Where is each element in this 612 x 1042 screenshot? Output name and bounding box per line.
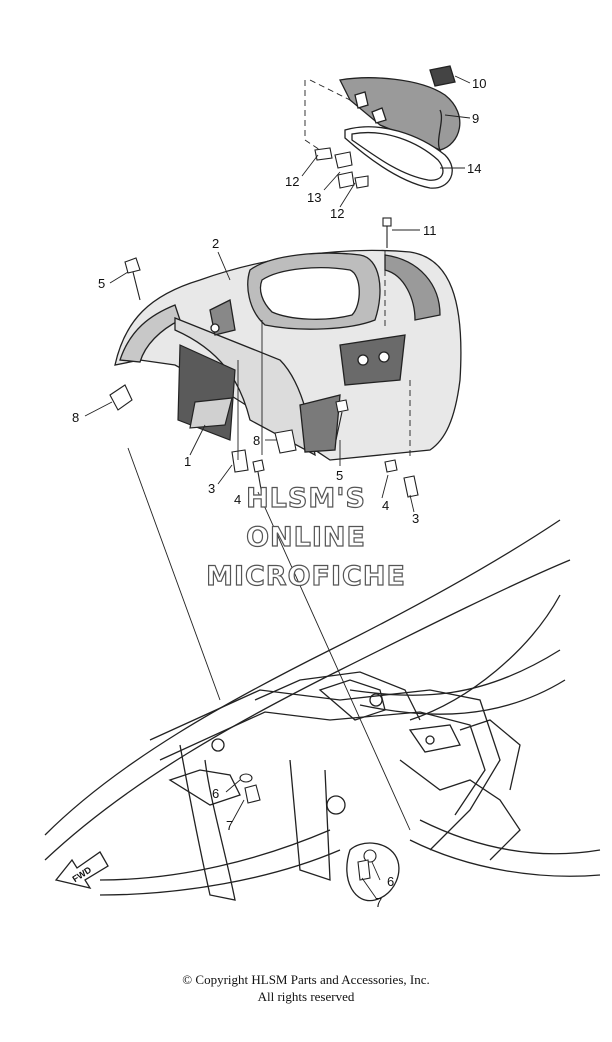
callout-5b: 5 (336, 468, 343, 483)
callout-11: 11 (423, 223, 437, 238)
callout-6a: 6 (212, 786, 219, 801)
callout-3a: 3 (208, 481, 215, 496)
leader-lines (84, 75, 471, 899)
callout-9: 9 (472, 111, 479, 126)
frame-assembly (44, 519, 601, 902)
callout-8b: 8 (253, 433, 260, 448)
callout-4a: 4 (234, 492, 241, 507)
side-panel (177, 344, 236, 441)
callout-8a: 8 (72, 410, 79, 425)
top-cover-assembly (339, 65, 461, 189)
callout-12b: 12 (330, 206, 344, 221)
callout-7a: 7 (226, 818, 233, 833)
watermark: HLSM'S ONLINE MICROFICHE (205, 482, 406, 592)
watermark-line-1: HLSM'S (246, 483, 366, 514)
watermark-line-3: MICROFICHE (206, 561, 406, 592)
fasteners (109, 147, 419, 881)
callout-14: 14 (467, 161, 481, 176)
callout-12a: 12 (285, 174, 299, 189)
callout-4b: 4 (382, 498, 389, 513)
callout-13: 13 (307, 190, 321, 205)
copyright-text: © Copyright HLSM Parts and Accessories, … (182, 972, 430, 987)
watermark-line-2: ONLINE (246, 522, 366, 553)
callout-labels: 10 9 14 12 13 12 11 2 5 8 1 8 3 4 5 4 3 … (72, 76, 486, 910)
fwd-arrow-icon: FWD (54, 851, 109, 889)
callout-10: 10 (472, 76, 486, 91)
callout-2: 2 (212, 236, 219, 251)
rights-text: All rights reserved (257, 989, 355, 1004)
callout-7b: 7 (375, 895, 382, 910)
callout-3b: 3 (412, 511, 419, 526)
callout-1: 1 (184, 454, 191, 469)
callout-5a: 5 (98, 276, 105, 291)
body-cover (114, 249, 462, 461)
callout-6b: 6 (387, 874, 394, 889)
